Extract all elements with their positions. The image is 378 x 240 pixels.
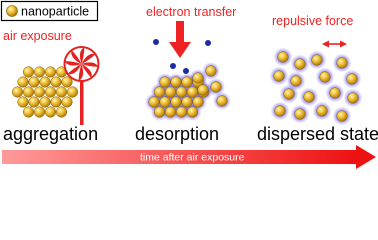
nanoparticle — [22, 106, 35, 118]
nanoparticle — [290, 75, 302, 87]
nanoparticle — [311, 54, 323, 66]
nanoparticle — [28, 76, 40, 88]
stage-label-dispersed-state: dispersed state — [257, 124, 378, 144]
nanoparticle — [294, 58, 306, 70]
nanoparticle — [175, 86, 188, 98]
nanoparticle — [205, 65, 217, 77]
legend-label: nanoparticle — [21, 5, 89, 19]
nanoparticle — [181, 76, 193, 88]
nanoparticle — [175, 106, 188, 118]
nanoparticle — [22, 66, 35, 78]
electron-dot-icon — [170, 63, 176, 69]
nanoparticle — [336, 110, 348, 122]
nanoparticle — [61, 96, 73, 108]
nanoparticle — [277, 51, 289, 63]
nanoparticle — [39, 76, 51, 88]
nanoparticle — [17, 76, 29, 88]
nanoparticle — [44, 66, 57, 78]
nanoparticle — [28, 96, 40, 108]
nanoparticle — [153, 106, 166, 118]
nanoparticle-legend-icon — [6, 5, 18, 17]
nanoparticle — [61, 76, 73, 88]
nanoparticle — [55, 86, 68, 98]
desorbing-cluster — [145, 62, 231, 121]
nanoparticle — [170, 96, 182, 108]
swirl-stripe — [79, 47, 85, 64]
nanoparticle — [303, 91, 315, 103]
nanoparticle — [319, 71, 331, 83]
nanoparticle — [170, 76, 182, 88]
nanoparticle — [186, 86, 199, 98]
nanoparticle — [346, 73, 358, 85]
legend-frame — [0, 0, 99, 22]
swirl-stripe — [81, 64, 92, 78]
nanoparticle — [50, 96, 62, 108]
nanoparticle — [216, 95, 228, 107]
nanoparticle-desorption-diagram: nanoparticle air exposure electron trans… — [0, 0, 378, 169]
nanoparticle — [294, 108, 306, 120]
nanoparticle — [181, 96, 193, 108]
nanoparticle — [22, 86, 35, 98]
nanoparticle — [336, 57, 348, 69]
swirl-stripe — [67, 64, 82, 75]
electron-dot-icon — [153, 39, 159, 45]
repulsive-force-label: repulsive force — [272, 14, 353, 28]
nanoparticle — [329, 87, 341, 99]
electrons — [153, 39, 211, 74]
nanoparticle — [210, 81, 222, 93]
nanoparticle — [50, 76, 62, 88]
lollipop-adsorbate-icon — [63, 46, 100, 125]
nanoparticle — [347, 92, 359, 104]
nanoparticle — [39, 96, 51, 108]
nanoparticle — [192, 96, 204, 108]
nanoparticle — [273, 70, 285, 82]
aggregated-cluster — [11, 66, 79, 118]
nanoparticle — [159, 76, 171, 88]
nanoparticle — [153, 86, 166, 98]
nanoparticle — [44, 86, 57, 98]
nanoparticle — [192, 72, 204, 84]
swirl-stripe — [64, 61, 82, 66]
nanoparticle — [11, 86, 24, 98]
nanoparticle — [17, 96, 29, 108]
nanoparticle — [33, 66, 46, 78]
electron-dot-icon — [183, 68, 189, 74]
nanoparticle — [164, 86, 177, 98]
nanoparticle — [44, 106, 57, 118]
swirl-stripe — [78, 64, 84, 81]
nanoparticle — [66, 86, 79, 98]
stage-label-aggregation: aggregation — [3, 124, 98, 144]
legend: nanoparticle — [0, 0, 99, 22]
electron-dot-icon — [205, 40, 211, 46]
nanoparticle — [316, 105, 328, 117]
nanoparticle — [186, 106, 199, 118]
nanoparticle — [283, 88, 295, 100]
time-axis-label: time after air exposure — [140, 152, 245, 164]
swirl-stripe — [71, 50, 82, 64]
down-arrow-icon — [169, 21, 191, 58]
stage-label-desorption: desorption — [135, 124, 219, 144]
nanoparticle — [164, 106, 177, 118]
nanoparticle — [55, 106, 68, 118]
nanoparticle — [197, 84, 209, 96]
electron-transfer-label: electron transfer — [146, 5, 236, 19]
nanoparticle — [33, 106, 46, 118]
nanoparticle — [33, 86, 46, 98]
time-arrow-icon — [2, 145, 376, 169]
nanoparticle — [159, 96, 171, 108]
double-arrow-icon — [322, 40, 347, 48]
dispersed-particles — [269, 47, 363, 126]
nanoparticle — [148, 96, 160, 108]
swirl-stripe — [81, 53, 96, 64]
swirl-stripe — [81, 62, 99, 67]
nanoparticle — [274, 105, 286, 117]
air-exposure-label: air exposure — [3, 29, 72, 43]
